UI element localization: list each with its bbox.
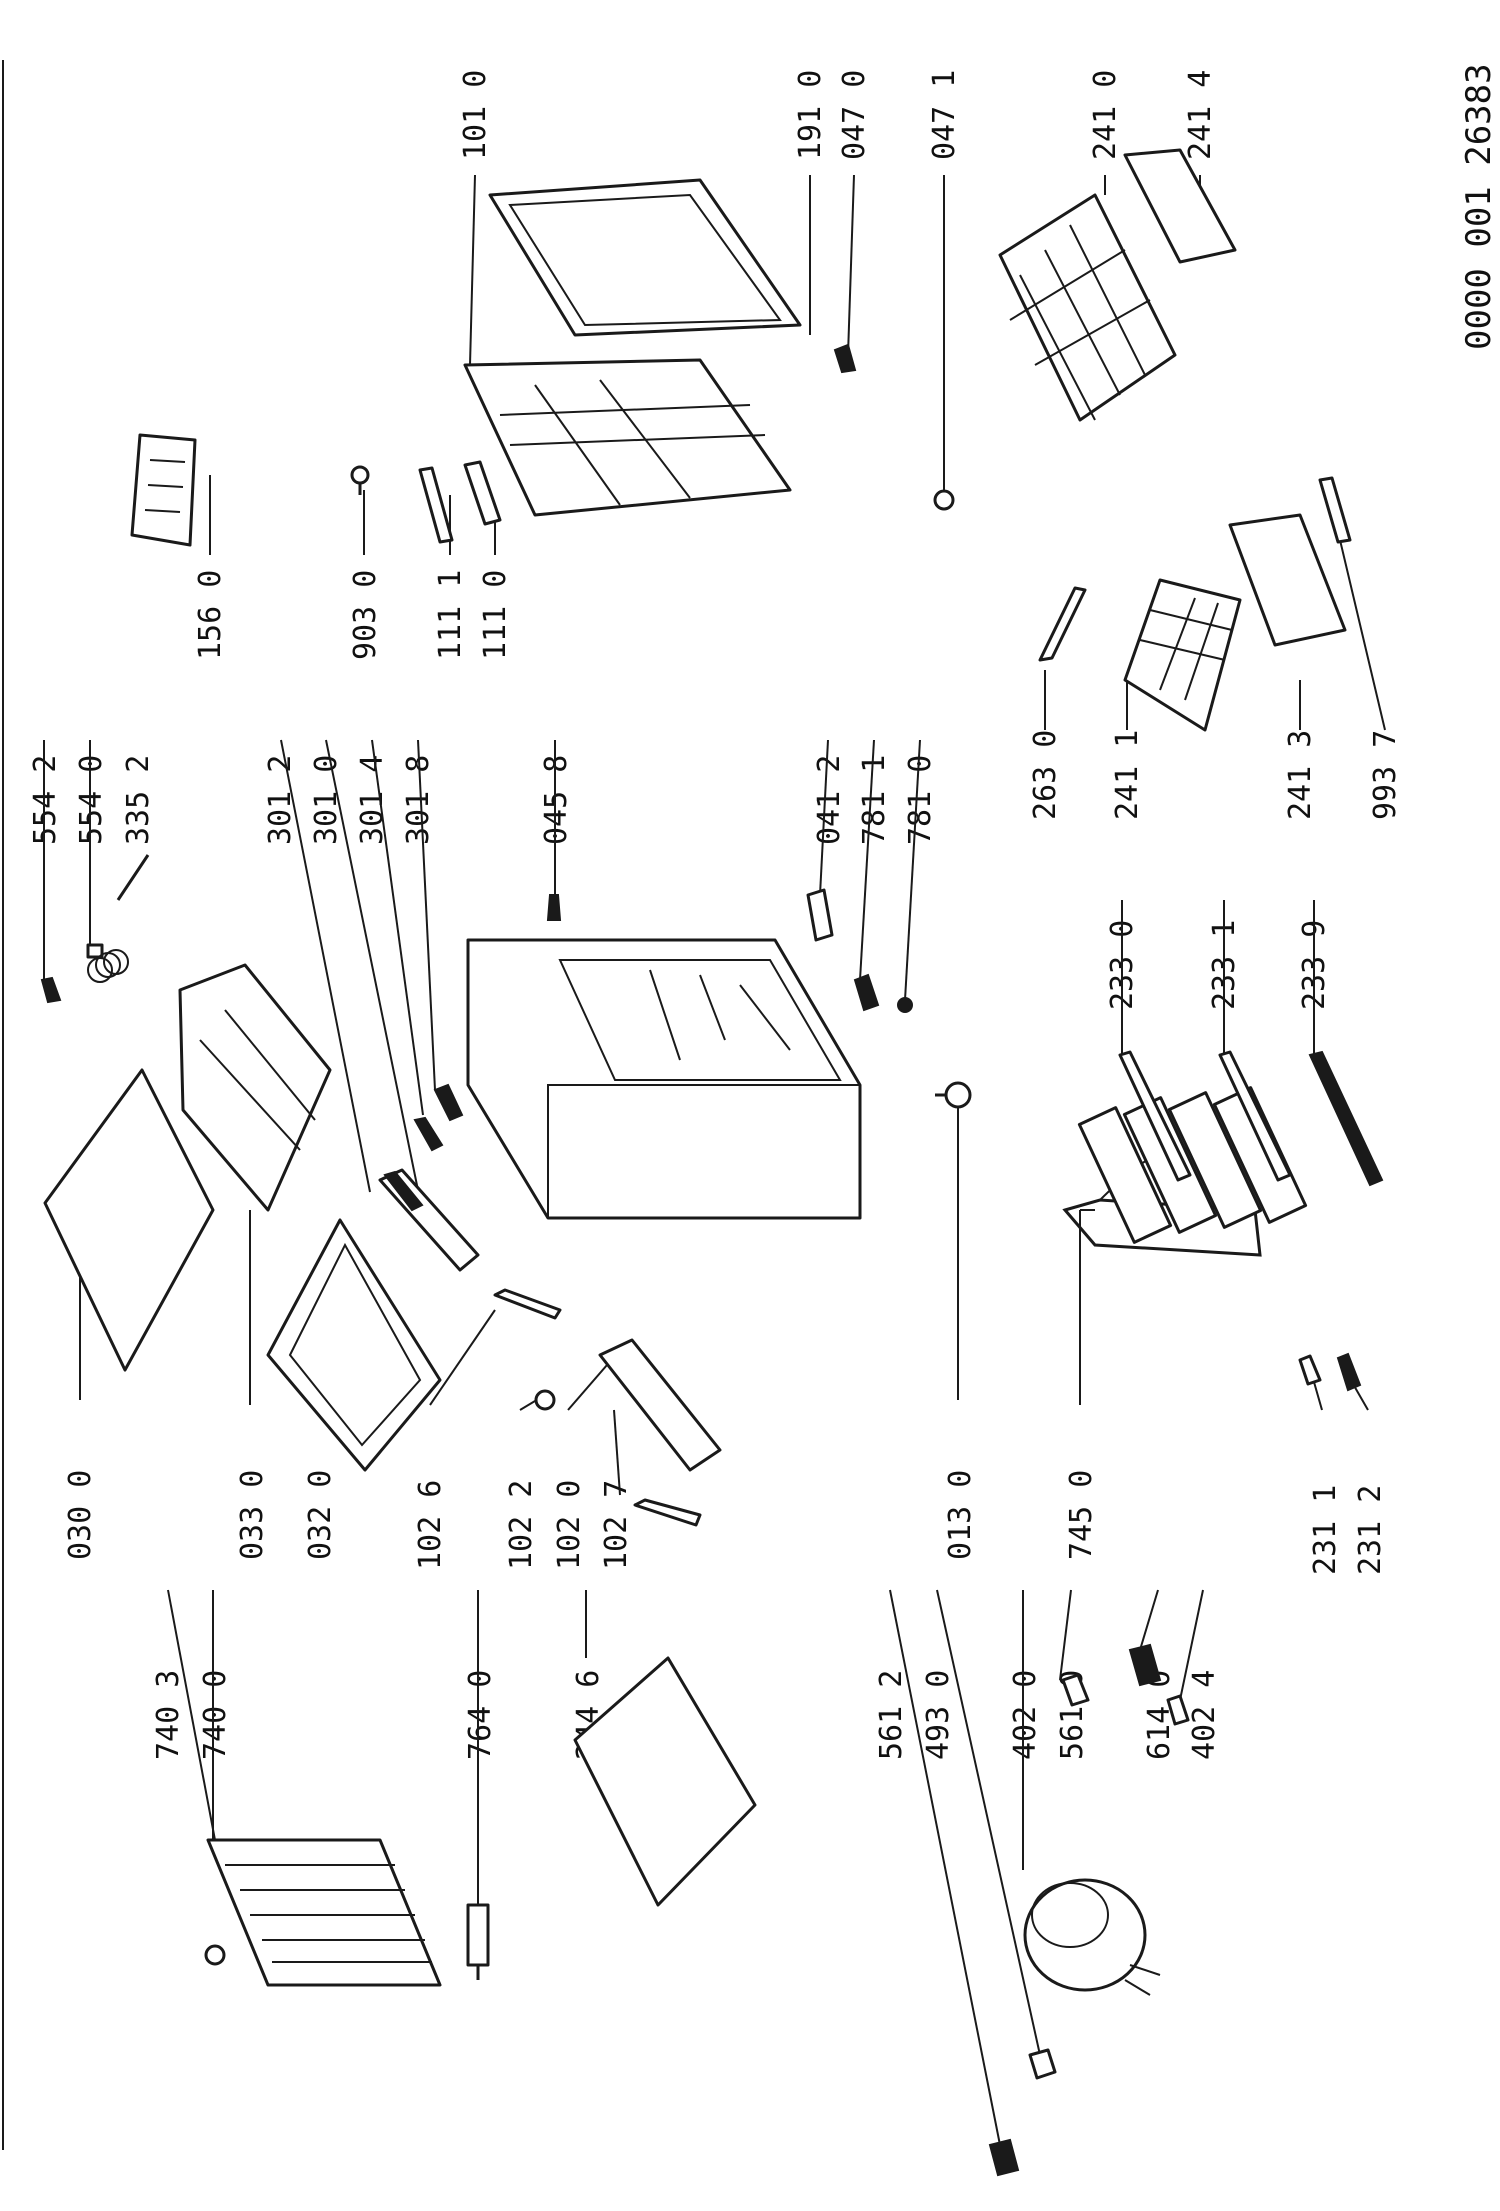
label-101-0: 101 0: [458, 70, 493, 160]
label-231-2: 231 2: [1353, 1485, 1388, 1575]
grommet-402-4: [1166, 1694, 1190, 1726]
label-740-3: 740 3: [151, 1670, 186, 1760]
label-191-0: 191 0: [793, 70, 828, 160]
basket-241-1: [1123, 578, 1242, 732]
label-045-8: 045 8: [539, 755, 574, 845]
label-030-0: 030 0: [63, 1470, 98, 1560]
label-993-7: 993 7: [1368, 730, 1403, 820]
screw-903-0: [350, 465, 370, 495]
hinge-pin-047-1: [933, 489, 955, 511]
handle-insert-301-2: [383, 1170, 424, 1212]
gasket-191-0: [488, 178, 802, 337]
foot-013-0: [935, 1081, 972, 1109]
label-903-0: 903 0: [348, 570, 383, 660]
label-561-2-a: 561 2: [874, 1670, 909, 1760]
part-labels: 030 0 033 0 032 0 102 6 102 2 102 0 102 …: [28, 63, 1499, 1760]
trim-111-1: [418, 466, 454, 544]
tray-102-0: [598, 1338, 722, 1472]
label-047-1: 047 1: [927, 70, 962, 160]
strip-993-7: [1318, 476, 1352, 544]
hinge-047-0: [833, 343, 857, 374]
base-plate-244-6: [573, 1656, 757, 1907]
strip-263-0: [1038, 586, 1087, 662]
cabinet-body: [466, 938, 862, 1220]
basket-handle-241-4: [1123, 148, 1237, 264]
glass-panel-030-0: [43, 1068, 215, 1372]
basket-handle-241-3: [1228, 513, 1347, 647]
label-033-0: 033 0: [235, 1470, 270, 1560]
label-764-0: 764 0: [463, 1670, 498, 1760]
label-554-0: 554 0: [74, 755, 109, 845]
label-047-0: 047 0: [837, 70, 872, 160]
drier-764-0: [466, 1903, 490, 1980]
evaporator-740-0: [206, 1838, 442, 1987]
handle-clip-301-4: [413, 1116, 444, 1152]
label-231-1: 231 1: [1308, 1485, 1343, 1575]
label-241-0: 241 0: [1088, 70, 1123, 160]
label-032-0: 032 0: [303, 1470, 338, 1560]
label-102-0: 102 0: [552, 1480, 587, 1570]
clip-231-1: [1298, 1354, 1322, 1386]
label-102-6: 102 6: [413, 1480, 448, 1570]
basket-241-0: [998, 193, 1177, 422]
rail-233-1: [1218, 1050, 1292, 1182]
ice-tray-156-0: [130, 433, 197, 547]
door-frame-032-0: [266, 1218, 442, 1472]
label-493-0: 493 0: [921, 1670, 956, 1760]
lid-033-0: [178, 963, 332, 1212]
label-241-1: 241 1: [1110, 730, 1145, 820]
hinge-pin-102-2: [534, 1389, 556, 1411]
handle-clip-301-8: [433, 1083, 464, 1122]
label-554-2: 554 2: [28, 755, 63, 845]
label-102-2: 102 2: [504, 1480, 539, 1570]
label-013-0: 013 0: [943, 1470, 978, 1560]
fitting-045-8: [546, 894, 562, 921]
label-102-7: 102 7: [599, 1480, 634, 1570]
cover-493-0: [1028, 2048, 1057, 2080]
inner-door-101-0: [463, 358, 792, 517]
label-111-1: 111 1: [433, 570, 468, 660]
sensor-740-3: [204, 1944, 226, 1966]
capillary-335-2: [116, 854, 150, 901]
rail-233-0: [1118, 1050, 1192, 1182]
label-402-4: 402 4: [1187, 1670, 1222, 1760]
label-402-0: 402 0: [1008, 1670, 1043, 1760]
hinge-102-6: [493, 1288, 562, 1320]
label-241-3: 241 3: [1283, 730, 1318, 820]
label-781-1: 781 1: [857, 755, 892, 845]
relay-614-0: [1128, 1643, 1162, 1687]
leader-lines: [43, 174, 1386, 2146]
document-id: 0000 001 26383: [1459, 63, 1499, 350]
label-781-0: 781 0: [903, 755, 938, 845]
label-263-0: 263 0: [1028, 730, 1063, 820]
trim-111-0: [463, 460, 502, 526]
label-335-2: 335 2: [121, 755, 156, 845]
hinge-102-7: [633, 1498, 702, 1527]
label-041-2: 041 2: [812, 755, 847, 845]
bracket-041-2: [806, 888, 834, 942]
compressor-402-0: [1023, 1878, 1161, 1996]
label-745-0: 745 0: [1064, 1470, 1099, 1560]
rail-233-9: [1308, 1050, 1384, 1187]
label-241-4: 241 4: [1183, 70, 1218, 160]
part-561-2: [988, 2138, 1020, 2177]
switch-781-1: [853, 973, 880, 1012]
knob-554-2: [40, 976, 62, 1004]
relay-561-0: [1061, 1673, 1090, 1707]
label-156-0: 156 0: [193, 570, 228, 660]
clip-231-2: [1336, 1352, 1362, 1392]
label-740-0: 740 0: [198, 1670, 233, 1760]
condenser-745-0: [1062, 1086, 1308, 1257]
lamp-781-0: [897, 997, 913, 1013]
thermostat-554-0: [86, 943, 129, 983]
label-111-0: 111 0: [478, 570, 513, 660]
